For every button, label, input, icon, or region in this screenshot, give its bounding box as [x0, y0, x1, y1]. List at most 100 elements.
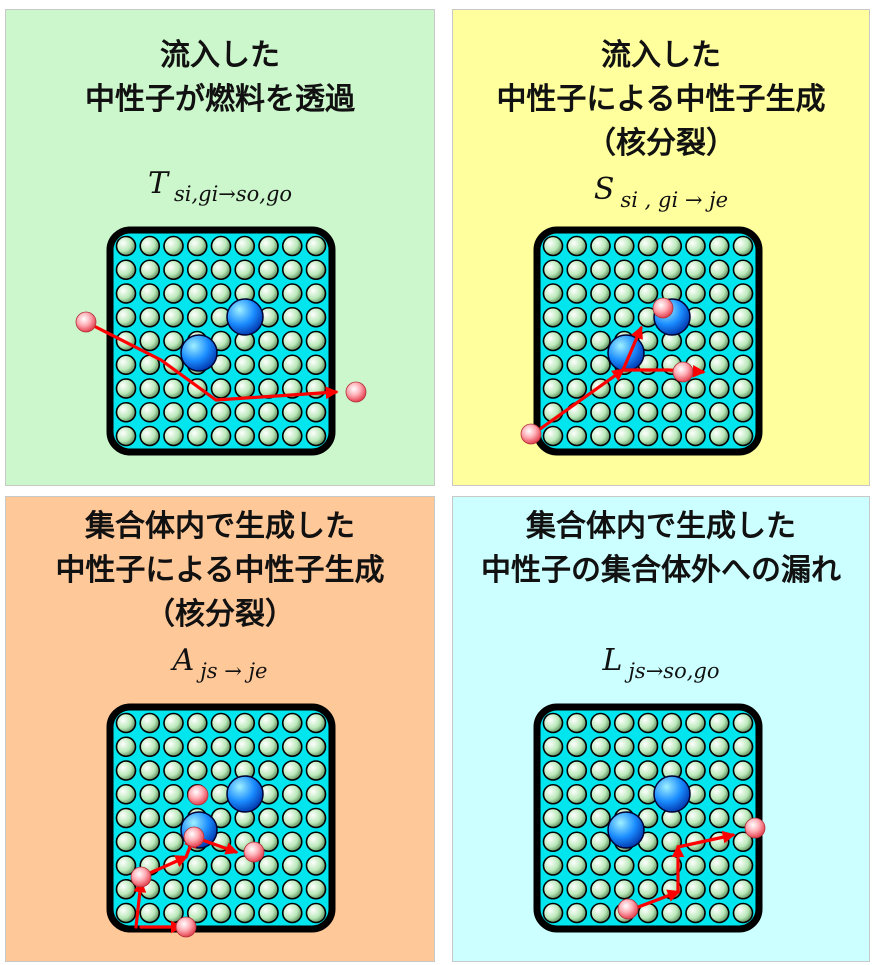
water-rod	[180, 334, 218, 372]
fuel-pin	[305, 259, 327, 281]
fuel-pin	[685, 283, 706, 304]
fuel-pin	[590, 235, 611, 257]
fuel-pin	[139, 783, 161, 805]
fuel-pin	[186, 736, 208, 758]
fuel-pin	[186, 283, 208, 304]
fuel-pin	[281, 736, 303, 758]
fuel-assembly-diagram	[75, 226, 367, 456]
fuel-pin	[258, 259, 279, 281]
fuel-pin	[281, 783, 303, 805]
fuel-pin	[542, 760, 564, 781]
fuel-pin	[139, 330, 161, 352]
neutron	[744, 817, 766, 839]
fuel-pin	[566, 736, 588, 758]
fuel-pin	[542, 259, 564, 281]
fuel-pin	[590, 760, 611, 781]
fuel-pin	[661, 235, 683, 257]
fuel-pin	[708, 878, 730, 900]
fuel-pin	[210, 902, 232, 924]
title-line: 中性子による中性子生成	[496, 82, 826, 117]
fuel-pin	[590, 283, 611, 304]
fuel-pin	[234, 235, 256, 257]
fuel-pin	[305, 783, 327, 805]
fuel-pin	[685, 425, 706, 447]
fuel-assembly-diagram	[106, 703, 336, 938]
fuel-pin	[566, 760, 588, 781]
fuel-pin	[613, 425, 635, 447]
fuel-pin	[661, 712, 683, 734]
fuel-pin	[115, 831, 137, 853]
fuel-pin	[708, 712, 730, 734]
fuel-pin	[305, 235, 327, 257]
fuel-pin	[566, 807, 588, 829]
fuel-pin	[163, 235, 184, 257]
fuel-pin	[685, 330, 706, 352]
fuel-pin	[139, 712, 161, 734]
fuel-pin	[163, 425, 184, 447]
fuel-pin	[637, 259, 659, 281]
fuel-pin	[139, 831, 161, 853]
fuel-pin	[115, 807, 137, 829]
fuel-pin	[163, 760, 184, 781]
fuel-pin	[281, 855, 303, 876]
fuel-pin	[115, 425, 137, 447]
fuel-pin	[637, 855, 659, 876]
fuel-pin	[163, 878, 184, 900]
fuel-pin	[305, 855, 327, 876]
formula-subscript: si,gi→so,go	[173, 182, 293, 206]
fuel-pin	[708, 401, 730, 423]
panel-title: 流入した 中性子による中性子生成 （核分裂）	[453, 34, 869, 166]
fuel-pin	[732, 760, 754, 781]
fuel-pin	[613, 283, 635, 304]
fuel-pin	[566, 354, 588, 376]
fuel-pin	[685, 878, 706, 900]
neutron	[617, 898, 639, 920]
fuel-pin	[542, 902, 564, 924]
panel-title: 流入した 中性子が燃料を透過	[6, 34, 434, 122]
fuel-pin	[163, 330, 184, 352]
fuel-pin	[186, 760, 208, 781]
fuel-pin	[732, 902, 754, 924]
fuel-pin	[234, 902, 256, 924]
fuel-pin	[258, 330, 279, 352]
fuel-pin	[685, 235, 706, 257]
formula-symbol: L	[602, 643, 623, 678]
fuel-pin	[115, 283, 137, 304]
fuel-pin	[685, 259, 706, 281]
fuel-pin	[281, 831, 303, 853]
fuel-pin	[163, 736, 184, 758]
fuel-pin	[708, 235, 730, 257]
fuel-pin	[281, 330, 303, 352]
fuel-pin	[613, 378, 635, 399]
fuel-pin	[210, 401, 232, 423]
fuel-pin	[566, 712, 588, 734]
water-rod	[226, 775, 264, 813]
fuel-assembly-diagram	[520, 226, 763, 456]
formula-symbol: S	[593, 172, 615, 207]
fuel-pin	[661, 401, 683, 423]
fuel-pin	[590, 807, 611, 829]
fuel-pin	[542, 330, 564, 352]
fuel-pin	[566, 259, 588, 281]
neutron	[520, 423, 542, 445]
fuel-pin	[305, 283, 327, 304]
fuel-pin	[115, 902, 137, 924]
neutron	[187, 784, 209, 806]
fuel-pin	[115, 783, 137, 805]
fuel-pin	[258, 736, 279, 758]
fuel-pin	[542, 878, 564, 900]
fuel-pin	[590, 855, 611, 876]
fuel-pin	[305, 354, 327, 376]
fuel-pin	[732, 354, 754, 376]
fuel-pin	[210, 736, 232, 758]
fuel-pin	[281, 425, 303, 447]
fuel-pin	[566, 330, 588, 352]
fuel-pin	[258, 712, 279, 734]
title-line: （核分裂）	[586, 126, 736, 161]
fuel-pin	[234, 401, 256, 423]
fuel-pin	[685, 807, 706, 829]
title-line: 中性子による中性子生成	[55, 553, 385, 588]
neutron-path-arrow	[676, 830, 736, 849]
fuel-pin	[305, 306, 327, 328]
